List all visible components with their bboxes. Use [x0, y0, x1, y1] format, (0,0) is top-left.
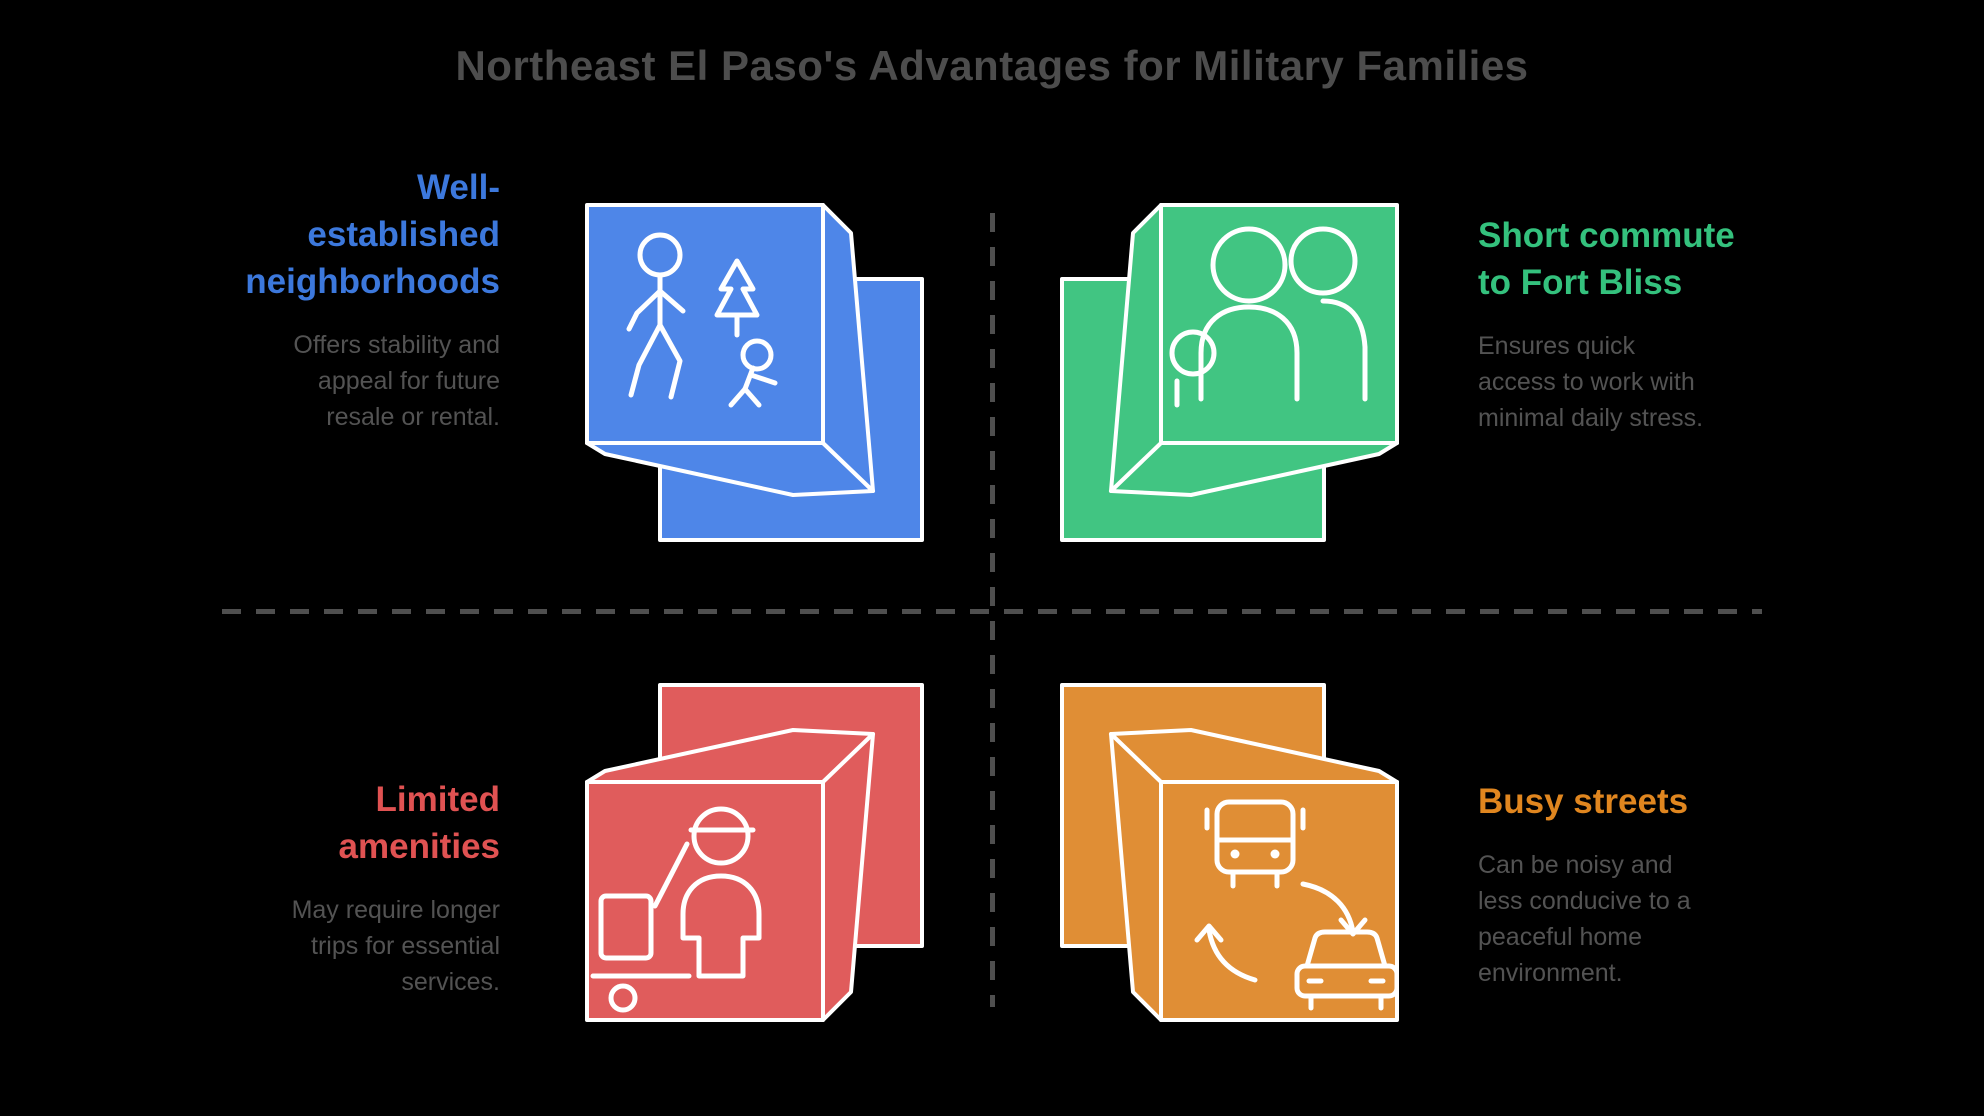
green-cube	[1060, 203, 1399, 542]
heading-well-established-neighborhoods: Well- established neighborhoods	[245, 168, 500, 301]
person-walking-with-child-and-tree-icon	[585, 203, 925, 543]
family-glyph	[1169, 226, 1368, 408]
quadrant-bottom-left-text: Limited amenities May require longer tri…	[170, 776, 500, 1000]
orange-cube	[1060, 683, 1399, 1022]
heading-short-commute-to-fort-bliss: Short commute to Fort Bliss	[1478, 216, 1735, 302]
red-cube	[585, 683, 924, 1022]
quadrant-top-right-text: Short commute to Fort Bliss Ensures quic…	[1478, 212, 1798, 436]
description-busy-streets: Can be noisy and less conducive to a pea…	[1478, 851, 1691, 987]
description-well-established-neighborhoods: Offers stability and appeal for future r…	[293, 331, 500, 431]
shopper-glyph	[590, 806, 762, 1013]
heading-busy-streets: Busy streets	[1478, 782, 1689, 821]
family-parents-with-child-icon	[1059, 203, 1399, 543]
description-short-commute-to-fort-bliss: Ensures quick access to work with minima…	[1478, 332, 1704, 432]
walking-person-glyph	[626, 232, 778, 408]
quadrant-bottom-right-text: Busy streets Can be noisy and less condu…	[1478, 778, 1808, 991]
heading-limited-amenities: Limited amenities	[338, 780, 500, 866]
bus-car-swap-icon	[1059, 682, 1400, 1022]
description-limited-amenities: May require longer trips for essential s…	[291, 896, 500, 996]
page-title: Northeast El Paso's Advantages for Milit…	[455, 42, 1529, 89]
bus-car-glyph	[1194, 799, 1400, 1011]
blue-cube	[585, 203, 924, 542]
quadrant-top-left-text: Well- established neighborhoods Offers s…	[180, 164, 500, 435]
shopper-with-cart-icon	[585, 682, 925, 1022]
vertical-divider-line	[990, 213, 995, 1007]
